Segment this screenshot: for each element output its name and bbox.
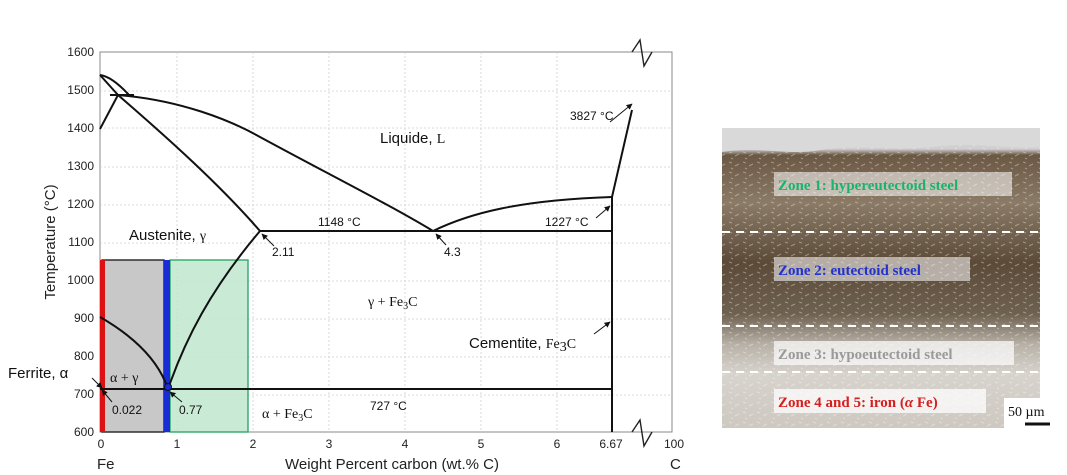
x-tick: 0 bbox=[98, 437, 105, 451]
annotation-727: 727 °C bbox=[370, 399, 407, 413]
y-tick: 1100 bbox=[68, 235, 94, 249]
zone-eutectoid-bar bbox=[164, 260, 170, 432]
y-tick: 1300 bbox=[67, 159, 94, 173]
x-tick: 1 bbox=[174, 437, 181, 451]
annotation-1227: 1227 °C bbox=[545, 215, 589, 229]
phase-diagram: 600 700 800 900 1000 1100 1200 1300 1400… bbox=[8, 38, 684, 473]
annotation-4-3: 4.3 bbox=[444, 245, 461, 259]
phase-boundaries bbox=[99, 74, 633, 432]
zone-3-label: Zone 3: hypoeutectoid steel bbox=[778, 347, 953, 363]
annotation-3827: 3827 °C bbox=[570, 109, 614, 123]
annotation-0-022: 0.022 bbox=[112, 403, 142, 417]
x-end-label-c: C bbox=[670, 456, 681, 473]
zone-hypereutectoid-box bbox=[169, 259, 249, 433]
x-ticks: 0 1 2 3 4 5 6 6.67 100 Fe C bbox=[97, 437, 684, 473]
axis-break-top bbox=[631, 38, 653, 449]
phase-label-ferrite: Ferrite, α bbox=[8, 365, 69, 382]
y-tick: 600 bbox=[74, 425, 94, 439]
micrograph: Zone 1: hypereutectoid steel Zone 2: eut… bbox=[722, 128, 1050, 428]
micrograph-surface-edge bbox=[722, 128, 1040, 152]
annotation-2-11: 2.11 bbox=[272, 245, 295, 259]
y-tick: 1500 bbox=[67, 83, 94, 97]
phase-label-alpha-fe3c: α + Fe3C bbox=[262, 407, 313, 424]
y-tick: 1400 bbox=[67, 121, 94, 135]
eutectoid-point bbox=[164, 383, 172, 391]
phase-label-liquid: Liquide, L bbox=[380, 130, 445, 147]
zone-dividers bbox=[722, 231, 1040, 373]
phase-label-alpha-gamma: α + γ bbox=[110, 371, 138, 386]
x-tick: 6 bbox=[554, 437, 561, 451]
zone-hypoeutectoid-box bbox=[101, 259, 165, 433]
scale-bar-label: 50 µm bbox=[1008, 405, 1045, 420]
annotation-1148: 1148 °C bbox=[318, 215, 361, 229]
y-tick: 1000 bbox=[67, 273, 94, 287]
x-tick: 3 bbox=[326, 437, 333, 451]
x-end-label-fe: Fe bbox=[97, 456, 115, 473]
zone-4-5-label: Zone 4 and 5: iron (α Fe) bbox=[778, 395, 938, 411]
x-tick: 2 bbox=[250, 437, 257, 451]
x-tick: 4 bbox=[402, 437, 409, 451]
y-tick: 1200 bbox=[67, 197, 94, 211]
x-tick: 6.67 bbox=[599, 437, 623, 451]
grid bbox=[100, 52, 672, 432]
y-tick: 900 bbox=[74, 311, 94, 325]
annotation-arrows bbox=[91, 103, 633, 403]
y-tick: 800 bbox=[74, 349, 94, 363]
y-axis-title: Temperature (°C) bbox=[42, 184, 59, 299]
y-tick: 1600 bbox=[67, 45, 94, 59]
zone-iron-bar bbox=[100, 260, 105, 432]
y-ticks: 600 700 800 900 1000 1100 1200 1300 1400… bbox=[67, 45, 94, 439]
x-tick: 100 bbox=[664, 437, 684, 451]
phase-label-cementite: Cementite, Fe3C bbox=[469, 335, 576, 355]
annotation-0-77: 0.77 bbox=[179, 403, 203, 417]
phase-label-gamma-fe3c: γ + Fe3C bbox=[367, 295, 417, 312]
y-tick: 700 bbox=[74, 387, 94, 401]
zone-1-label: Zone 1: hypereutectoid steel bbox=[778, 178, 958, 194]
x-tick: 5 bbox=[478, 437, 485, 451]
x-axis-title: Weight Percent carbon (wt.% C) bbox=[285, 456, 499, 473]
phase-label-austenite: Austenite, γ bbox=[129, 227, 206, 244]
zone-2-label: Zone 2: eutectoid steel bbox=[778, 263, 921, 279]
